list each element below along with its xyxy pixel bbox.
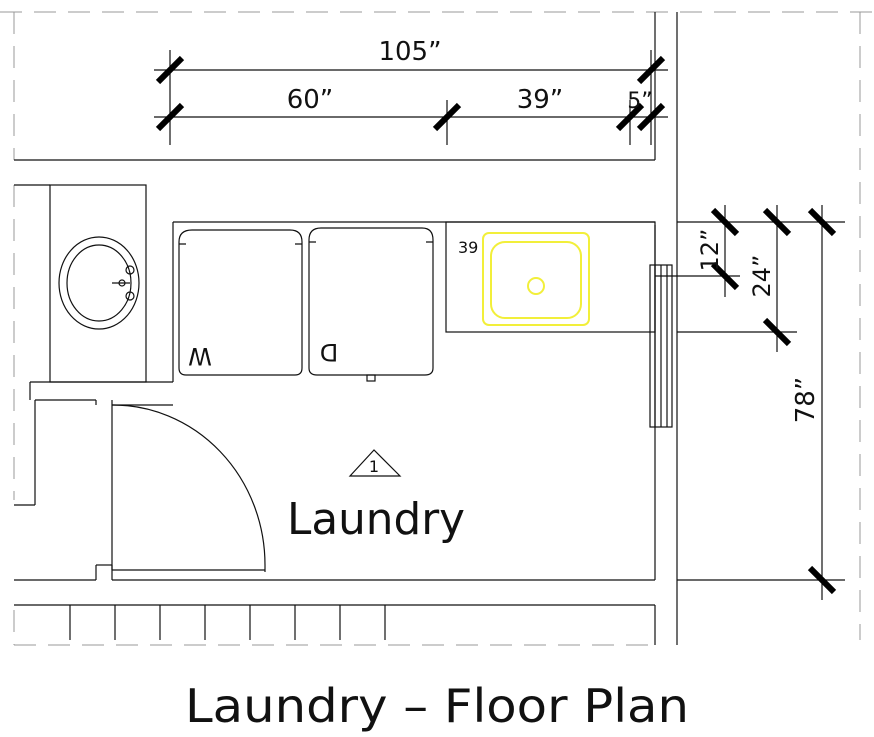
horizontal-dimensions: 105” 60” 39” 5”	[154, 37, 668, 145]
utility-counter: 39	[445, 221, 656, 333]
north-wall	[14, 12, 678, 645]
room-tag: 1	[348, 449, 402, 477]
dim-vert-a: 12”	[696, 229, 724, 272]
south-wall	[14, 604, 656, 646]
room-name: Laundry	[287, 494, 465, 545]
drawing-title: Laundry – Floor Plan	[185, 679, 689, 733]
window	[649, 264, 673, 428]
dim-seg-b: 39”	[517, 85, 564, 115]
dim-overall: 105”	[378, 37, 441, 67]
dim-seg-a: 60”	[287, 85, 334, 115]
room-number: 1	[369, 457, 379, 476]
washer: W	[178, 229, 303, 376]
counter-label: 39	[458, 238, 478, 257]
washer-label: W	[188, 342, 212, 370]
vertical-dimensions: 12” 24” 78”	[655, 205, 837, 600]
dim-vert-b: 24”	[748, 255, 776, 298]
dashed-boundary	[0, 11, 874, 645]
bathroom-vanity	[14, 184, 147, 383]
door-swing	[111, 404, 266, 572]
utility-sink	[482, 232, 590, 326]
dryer-label: D	[320, 338, 338, 366]
dryer: D	[308, 227, 434, 382]
laundry-room-walls	[14, 221, 655, 581]
dim-vert-total: 78”	[791, 377, 821, 424]
dim-seg-c: 5”	[627, 89, 652, 114]
